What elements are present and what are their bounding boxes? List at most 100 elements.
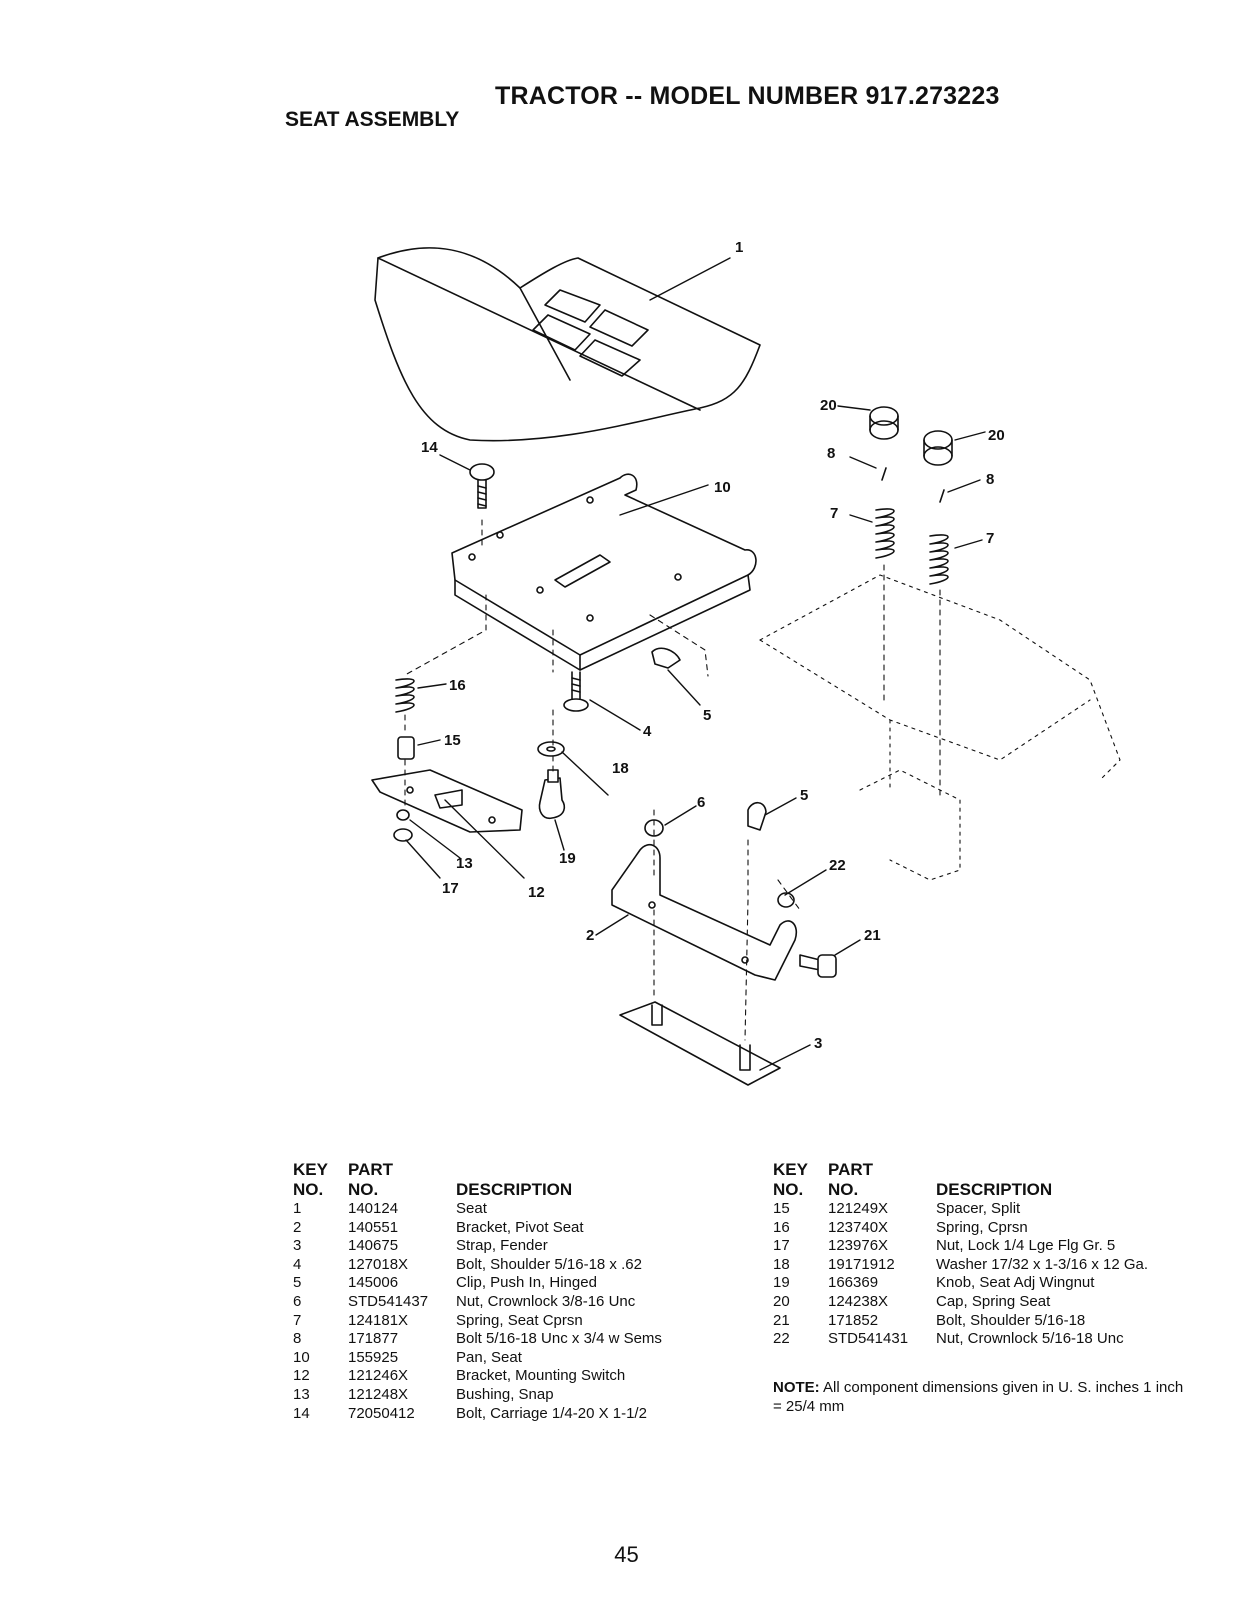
part-key-cell: 22 — [773, 1330, 790, 1348]
callout-22: 22 — [829, 857, 846, 874]
part-number-cell: 166369 — [828, 1274, 879, 1292]
part-number-cell: 145006 — [348, 1274, 399, 1292]
callout-10: 10 — [714, 479, 731, 496]
seat-part — [374, 247, 761, 442]
col-part-top: PART — [348, 1160, 394, 1179]
note-label: NOTE: — [773, 1379, 820, 1396]
part-key-cell: 8 — [293, 1330, 302, 1348]
tractor-frame-outline — [759, 574, 1121, 881]
seat-pan-part — [451, 473, 757, 671]
lock-nut-part — [393, 828, 413, 842]
part-description-cell: Seat — [456, 1200, 487, 1217]
note-text: All component dimensions given in U. S. … — [773, 1379, 1184, 1415]
shoulder-bolt-4-part — [563, 671, 589, 712]
carriage-bolt-part — [469, 463, 495, 509]
callout-5: 5 — [703, 707, 711, 724]
wingnut-knob-part — [538, 769, 566, 820]
part-description-cell: Bolt 5/16-18 Unc x 3/4 w Sems — [456, 1330, 662, 1348]
callout-16: 16 — [449, 677, 466, 694]
part-key-cell: 10 — [293, 1348, 310, 1366]
col-part-bottom: NO. — [828, 1180, 859, 1199]
callout-13: 13 — [456, 855, 473, 872]
col-part-bottom: NO. — [348, 1180, 379, 1199]
part-description-cell: Bolt, Carriage 1/4-20 X 1-1/2 — [456, 1404, 647, 1422]
bushing-part — [396, 809, 410, 821]
col-key-bottom: NO. — [773, 1180, 804, 1199]
parts-row: 19 166369 Knob, Seat Adj Wingnut — [773, 1274, 1148, 1293]
washer-part — [537, 741, 565, 757]
part-number-cell: 171877 — [348, 1330, 399, 1348]
callout-2: 2 — [586, 927, 594, 944]
callout-6: 6 — [697, 794, 705, 811]
part-number-cell: 124238X — [828, 1292, 889, 1310]
col-key-bottom: NO. — [293, 1180, 324, 1199]
callout-7b: 7 — [986, 530, 994, 547]
callout-7: 7 — [830, 505, 838, 522]
part-number-cell: 121249X — [828, 1200, 889, 1217]
part-number-cell: 140551 — [348, 1218, 399, 1236]
clip-5-lower-part — [747, 801, 767, 831]
part-description-cell: Bolt, Shoulder 5/16-18 x .62 — [456, 1255, 642, 1273]
part-key-cell: 6 — [293, 1292, 302, 1310]
callout-12: 12 — [528, 884, 545, 901]
part-key-cell: 19 — [773, 1274, 790, 1292]
part-description-cell: Cap, Spring Seat — [936, 1292, 1051, 1310]
part-description-cell: Nut, Lock 1/4 Lge Flg Gr. 5 — [936, 1237, 1116, 1255]
part-description-cell: Spring, Seat Cprsn — [456, 1311, 583, 1329]
part-key-cell: 17 — [773, 1237, 790, 1255]
part-number-cell: 171852 — [828, 1311, 879, 1329]
callout-8: 8 — [827, 445, 835, 462]
part-key-cell: 12 — [293, 1367, 310, 1385]
part-number-cell: STD541437 — [348, 1292, 429, 1310]
part-number-cell: 123740X — [828, 1218, 889, 1236]
part-description-cell: Nut, Crownlock 3/8-16 Unc — [456, 1292, 636, 1310]
part-number-cell: 127018X — [348, 1255, 409, 1273]
spring-seat-right — [869, 406, 953, 585]
part-description-cell: Spring, Cprsn — [936, 1218, 1028, 1236]
callout-1: 1 — [735, 239, 743, 256]
col-key-top: KEY — [293, 1160, 328, 1179]
parts-row: 15 121249X Spacer, Split — [773, 1200, 1148, 1219]
part-number-cell: 155925 — [348, 1348, 399, 1366]
part-description-cell: Spacer, Split — [936, 1200, 1021, 1217]
callout-4: 4 — [643, 723, 652, 740]
callout-21: 21 — [864, 927, 881, 944]
part-key-cell: 5 — [293, 1274, 302, 1292]
spacer-part — [397, 736, 415, 760]
callout-14: 14 — [421, 439, 438, 456]
part-key-cell: 13 — [293, 1385, 310, 1403]
callout-3: 3 — [814, 1035, 822, 1052]
part-description-cell: Bolt, Shoulder 5/16-18 — [936, 1311, 1086, 1329]
spring-16-part — [395, 678, 415, 713]
part-description-cell: Washer 17/32 x 1-3/16 x 12 Ga. — [936, 1255, 1149, 1273]
exploded-parts-diagram: 1 2 3 4 5 5 6 7 7 8 8 10 12 13 14 15 16 … — [371, 239, 1121, 1086]
part-description-cell: Knob, Seat Adj Wingnut — [936, 1274, 1095, 1292]
part-description-cell: Bracket, Mounting Switch — [456, 1367, 626, 1385]
callout-17: 17 — [442, 880, 459, 897]
dimensions-note: NOTE: All component dimensions given in … — [773, 1378, 1193, 1416]
part-description-cell: Bracket, Pivot Seat — [456, 1218, 584, 1236]
part-key-cell: 15 — [773, 1200, 790, 1217]
parts-row: 8 171877 Bolt 5/16-18 Unc x 3/4 w Sems — [293, 1330, 662, 1349]
part-number-cell: 124181X — [348, 1311, 409, 1329]
part-key-cell: 3 — [293, 1237, 302, 1255]
col-part-top: PART — [828, 1160, 874, 1179]
fender-strap-part — [619, 1001, 781, 1086]
part-description-cell: Nut, Crownlock 5/16-18 Unc — [936, 1330, 1124, 1348]
part-key-cell: 1 — [293, 1200, 302, 1217]
callout-19: 19 — [559, 850, 576, 867]
part-key-cell: 18 — [773, 1255, 790, 1273]
